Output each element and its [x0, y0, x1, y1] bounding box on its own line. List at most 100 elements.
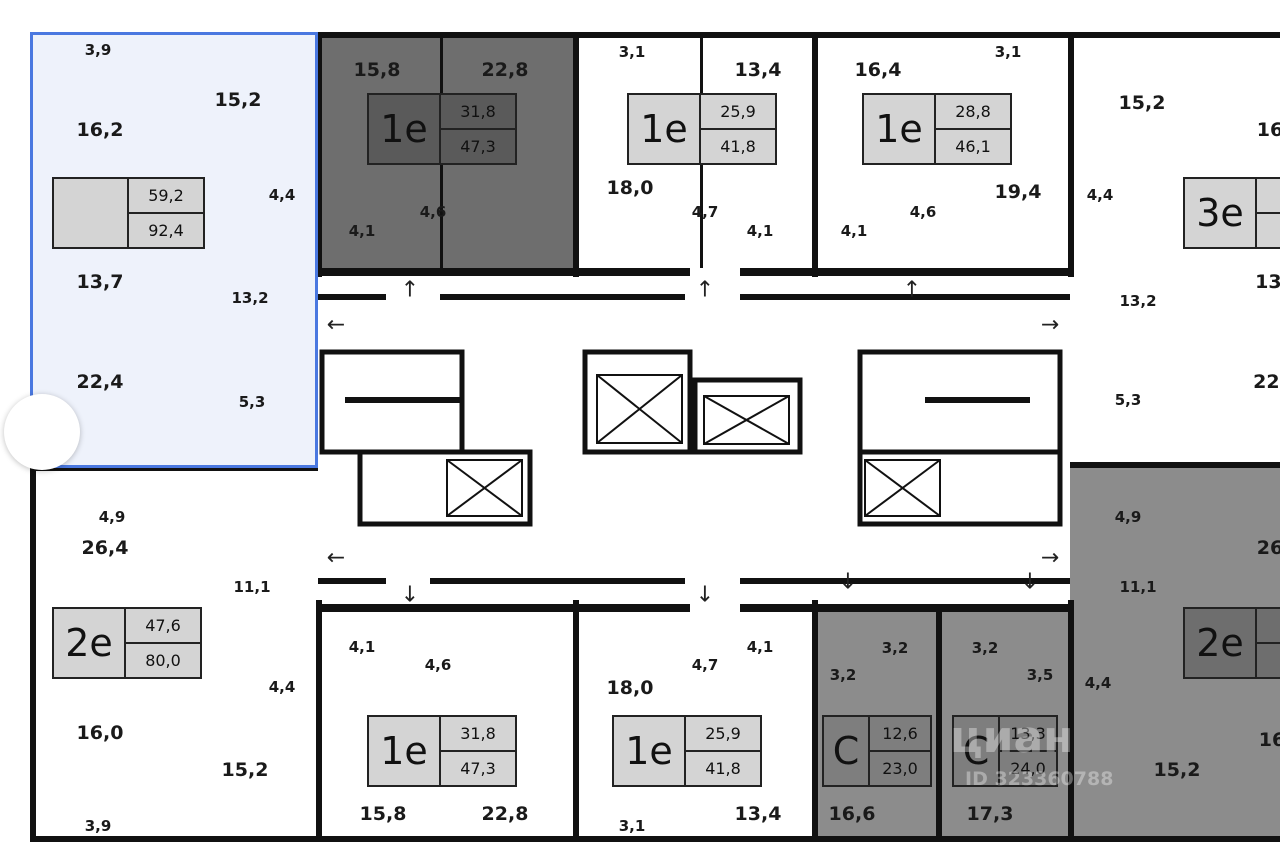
total-area: 80,0 — [145, 651, 181, 670]
living-area: 31,8 — [441, 95, 515, 130]
room-area: 3,2 — [971, 639, 999, 657]
arrow-up-icon: ↑ — [902, 277, 922, 303]
apartment-type: 1e — [369, 717, 441, 785]
arrow-down-icon: ↓ — [838, 569, 858, 595]
arrow-down-icon: ↓ — [695, 582, 715, 608]
watermark-brand: циан — [950, 712, 1074, 763]
room-area: 13,7 — [76, 271, 124, 293]
room-area: 13, — [1255, 271, 1280, 293]
living-area: 25,9 — [701, 95, 775, 130]
living-area: 59,2 — [129, 179, 203, 214]
total-area: 41,8 — [705, 759, 741, 778]
room-area: 16 — [1256, 119, 1280, 141]
room-area: 11,1 — [233, 578, 271, 596]
room-area: 22,8 — [481, 59, 529, 81]
round-overlay-button[interactable] — [4, 394, 80, 470]
apartment-badge: 59,2 92,4 — [52, 177, 205, 249]
apartment-highlighted[interactable] — [30, 32, 318, 468]
room-area: 15,2 — [214, 89, 262, 111]
room-area: 22,4 — [76, 371, 124, 393]
room-area: 18,0 — [606, 177, 654, 199]
room-area: 16,6 — [828, 803, 876, 825]
room-area: 4,1 — [348, 638, 376, 656]
room-area: 5,3 — [1114, 391, 1142, 409]
living-area: 13,3 — [1000, 717, 1056, 752]
room-area: 16,0 — [76, 722, 124, 744]
room-area: 4,1 — [348, 222, 376, 240]
apartment-type: 1e — [864, 95, 936, 163]
total-area — [1257, 214, 1280, 247]
room-area: 3,9 — [84, 817, 112, 835]
room-area: 22, — [1253, 371, 1280, 393]
living-area: 47,6 — [126, 609, 200, 644]
arrow-left-icon: ← — [326, 312, 346, 338]
room-area: 15,2 — [221, 759, 269, 781]
apartment-badge: 3e — [1183, 177, 1280, 249]
room-area: 13,2 — [1119, 292, 1157, 310]
room-area: 22,8 — [481, 803, 529, 825]
room-area: 13,4 — [734, 803, 782, 825]
room-area: 17,3 — [966, 803, 1014, 825]
room-area: 26 — [1256, 537, 1280, 559]
room-area: 13,4 — [734, 59, 782, 81]
arrow-down-icon: ↓ — [1020, 569, 1040, 595]
apartment-type: 1e — [369, 95, 441, 163]
arrow-right-icon: → — [1040, 545, 1060, 571]
total-area: 23,0 — [882, 759, 918, 778]
room-area: 4,7 — [691, 203, 719, 221]
room-area: 15,2 — [1118, 92, 1166, 114]
apartment-type: 3e — [1185, 179, 1257, 247]
room-area: 19,4 — [994, 181, 1042, 203]
room-area: 4,4 — [268, 186, 296, 204]
room-area: 4,6 — [909, 203, 937, 221]
arrow-up-icon: ↑ — [695, 277, 715, 303]
living-area: 28,8 — [936, 95, 1010, 130]
total-area: 24,0 — [1010, 759, 1046, 778]
room-area: 16,4 — [854, 59, 902, 81]
room-area: 4,7 — [691, 656, 719, 674]
total-area: 46,1 — [955, 137, 991, 156]
living-area — [1257, 179, 1280, 214]
room-area: 4,4 — [1084, 674, 1112, 692]
room-area: 3,1 — [618, 43, 646, 61]
room-area: 15,8 — [359, 803, 407, 825]
arrow-down-icon: ↓ — [400, 582, 420, 608]
total-area: 47,3 — [460, 759, 496, 778]
total-area — [1257, 644, 1280, 677]
room-area: 4,6 — [419, 203, 447, 221]
room-area: 4,4 — [268, 678, 296, 696]
living-area — [1257, 609, 1280, 644]
room-area: 4,1 — [746, 638, 774, 656]
total-area: 47,3 — [460, 137, 496, 156]
room-area: 3,2 — [829, 666, 857, 684]
room-area: 26,4 — [81, 537, 129, 559]
watermark-id: ID 323360788 — [965, 768, 1114, 790]
room-area: 16 — [1258, 729, 1280, 751]
apartment-type: C — [824, 717, 870, 785]
arrow-left-icon: ← — [326, 545, 346, 571]
total-area: 41,8 — [720, 137, 756, 156]
room-area: 15,8 — [353, 59, 401, 81]
room-area: 4,1 — [840, 222, 868, 240]
apartment-type — [54, 179, 129, 247]
room-area: 5,3 — [238, 393, 266, 411]
room-area: 13,2 — [231, 289, 269, 307]
apartment-type: 2e — [54, 609, 126, 677]
room-area: 4,4 — [1086, 186, 1114, 204]
living-area: 31,8 — [441, 717, 515, 752]
room-area: 3,1 — [994, 43, 1022, 61]
arrow-up-icon: ↑ — [400, 277, 420, 303]
room-area: 3,1 — [618, 817, 646, 835]
room-area: 3,5 — [1026, 666, 1054, 684]
room-area: 11,1 — [1119, 578, 1157, 596]
apartment-type: 1e — [629, 95, 701, 163]
arrow-right-icon: → — [1040, 312, 1060, 338]
total-area: 92,4 — [148, 221, 184, 240]
